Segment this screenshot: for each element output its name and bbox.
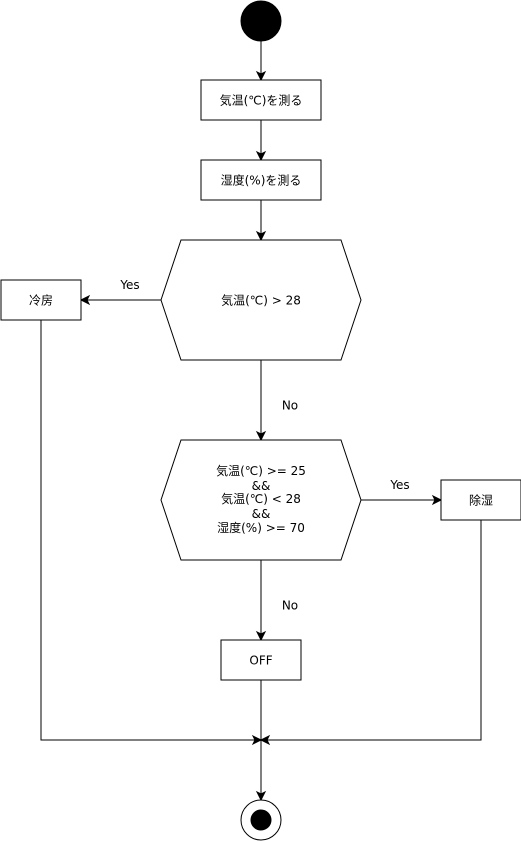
action-off[interactable]: OFF (220, 639, 302, 681)
process-measure-humidity[interactable]: 湿度(%)を測る (200, 159, 322, 201)
decision-dehumidify-condition-line-3: 気温(℃) < 28 (221, 491, 301, 506)
action-off-label: OFF (249, 654, 272, 668)
edge-decision-1-no-to-decision-2: No (255, 360, 298, 442)
process-measure-temperature-label: 気温(℃)を測る (220, 93, 303, 108)
end-node[interactable] (240, 799, 282, 841)
edge-label-decision-2-yes: Yes (389, 478, 409, 492)
edge-measure-temp-to-measure-humidity (255, 120, 267, 162)
edge-decision-2-no-to-off: No (255, 560, 298, 642)
decision-dehumidify-condition-line-2: && (252, 479, 271, 493)
edge-label-decision-1-yes: Yes (119, 278, 139, 292)
decision-dehumidify-condition-line-5: 湿度(%) >= 70 (217, 520, 305, 535)
edge-decision-1-yes-to-cooling: Yes (79, 278, 161, 306)
decision-dehumidify-condition[interactable]: 気温(℃) >= 25 && 気温(℃) < 28 && 湿度(%) >= 70 (160, 439, 362, 561)
start-node[interactable] (240, 0, 282, 42)
decision-dehumidify-condition-line-1: 気温(℃) >= 25 (216, 463, 306, 478)
decision-temp-over-28-label: 気温(℃) > 28 (221, 293, 301, 308)
edge-off-to-end (255, 680, 267, 802)
edge-start-to-measure-temp (255, 41, 267, 82)
edge-dehumidify-to-merge (259, 520, 482, 746)
edge-decision-2-yes-to-dehumidify: Yes (361, 478, 443, 506)
process-measure-humidity-label: 湿度(%)を測る (221, 173, 302, 188)
action-dehumidify[interactable]: 除湿 (440, 479, 521, 521)
action-dehumidify-label: 除湿 (469, 493, 493, 508)
edge-cooling-to-merge (40, 320, 263, 746)
decision-dehumidify-condition-line-4: && (252, 507, 271, 521)
edge-measure-humidity-to-decision-1 (255, 200, 267, 242)
action-cooling[interactable]: 冷房 (0, 279, 82, 321)
process-measure-temperature[interactable]: 気温(℃)を測る (200, 79, 322, 121)
action-cooling-label: 冷房 (29, 293, 53, 308)
decision-temp-over-28[interactable]: 気温(℃) > 28 (160, 239, 362, 361)
edge-label-decision-1-no: No (282, 399, 298, 413)
edge-label-decision-2-no: No (282, 599, 298, 613)
